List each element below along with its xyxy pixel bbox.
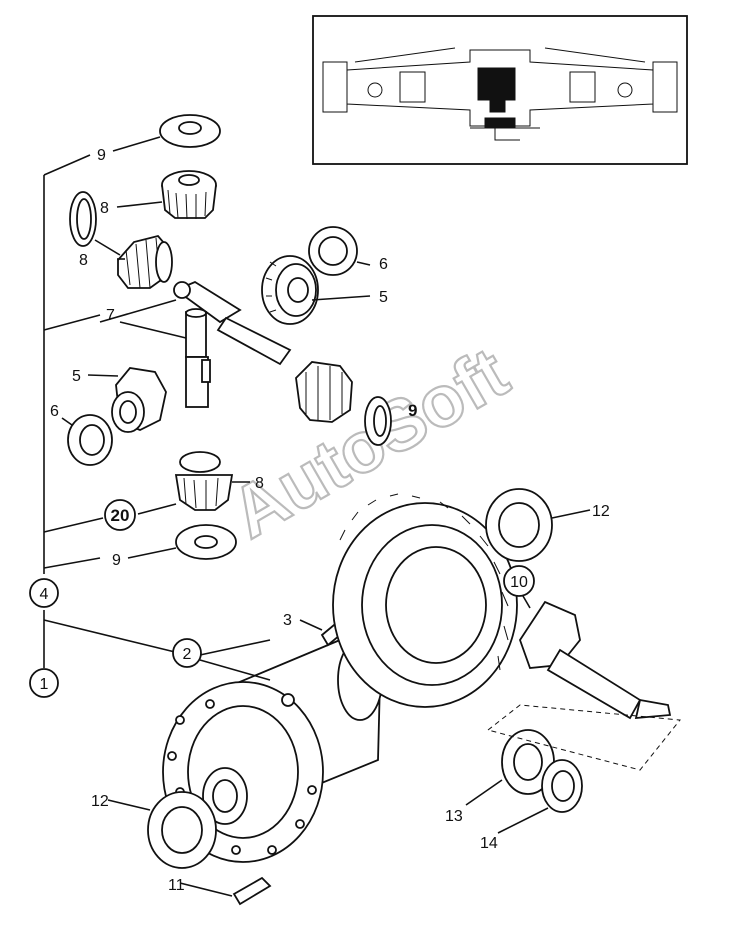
label-8-top: 8 xyxy=(100,200,109,217)
crown-wheel xyxy=(332,493,518,708)
pinion-gear-8-mid xyxy=(117,234,173,289)
label-8-lower: 8 xyxy=(255,475,264,492)
drive-pinion-10 xyxy=(519,600,672,720)
label-12-upper: 12 xyxy=(592,503,610,520)
side-gear-5-upper xyxy=(261,255,319,325)
axle-location-inset xyxy=(312,15,688,165)
label-7: 7 xyxy=(106,307,115,324)
thrust-washer-6-left xyxy=(67,414,113,466)
callout-20: 20 xyxy=(104,499,136,531)
thrust-washer-left-upper xyxy=(69,191,97,247)
callout-1: 1 xyxy=(29,668,59,698)
thrust-washer-9-right xyxy=(364,396,392,446)
pinion-gear-8-lower xyxy=(174,451,234,511)
label-6-left: 6 xyxy=(50,403,59,420)
label-14: 14 xyxy=(480,835,498,852)
side-gear-5-lower xyxy=(111,367,167,433)
assembly-leader-lines xyxy=(43,154,176,668)
label-6-right: 6 xyxy=(379,256,388,273)
bearing-13 xyxy=(501,729,555,795)
thrust-washer-9-bottom xyxy=(175,524,237,560)
thrust-washer-6-right xyxy=(308,226,358,276)
bolt-11 xyxy=(232,876,272,906)
label-9-right: 9 xyxy=(408,401,417,420)
pinion-gear-8-top xyxy=(161,170,217,220)
bearing-12-upper xyxy=(485,488,553,562)
svg-text:2: 2 xyxy=(183,646,192,663)
callout-10: 10 xyxy=(503,565,535,597)
label-12-lower: 12 xyxy=(91,793,109,810)
label-11: 11 xyxy=(168,877,185,894)
label-13: 13 xyxy=(445,808,463,825)
svg-text:20: 20 xyxy=(111,506,130,525)
svg-text:10: 10 xyxy=(510,574,528,591)
thrust-washer-9-top xyxy=(159,114,221,148)
label-9-bottom: 9 xyxy=(112,552,121,569)
bearing-12-lower xyxy=(147,791,217,869)
callout-4: 4 xyxy=(29,578,59,608)
cross-shaft-7 xyxy=(173,280,292,408)
svg-text:4: 4 xyxy=(40,586,49,603)
svg-text:1: 1 xyxy=(40,676,49,693)
label-5-right: 5 xyxy=(379,289,388,306)
label-8-mid: 8 xyxy=(79,252,88,269)
label-9-top: 9 xyxy=(97,147,106,164)
pinion-gear-8-right xyxy=(295,361,353,423)
label-3: 3 xyxy=(283,612,292,629)
callout-2: 2 xyxy=(172,638,202,668)
label-5-left: 5 xyxy=(72,368,81,385)
spacer-14 xyxy=(541,759,583,813)
